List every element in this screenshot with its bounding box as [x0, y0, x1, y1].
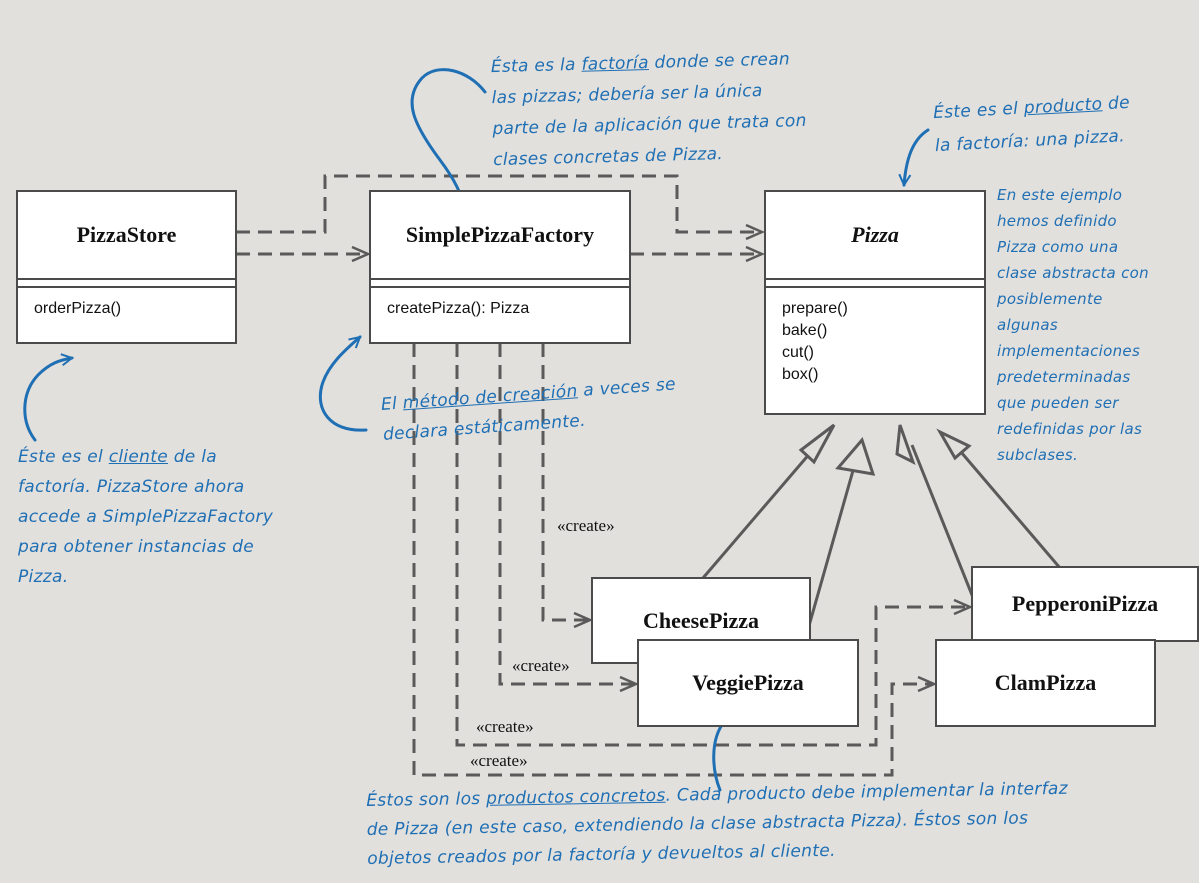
note-text: Ésta es la: [490, 54, 582, 78]
inheritance-line-cheese: [701, 444, 819, 579]
note-text: Éste es el: [932, 98, 1025, 124]
factory-note: Ésta es la factoría donde se crean las p…: [490, 44, 807, 176]
method-label: box(): [782, 366, 819, 383]
method-label: prepare(): [782, 300, 848, 317]
inheritance-line-pepperoni: [953, 444, 1062, 569]
class-methods: prepare() bake() cut() box(): [766, 288, 984, 386]
class-name: Pizza: [851, 222, 899, 247]
class-name: VeggiePizza: [692, 670, 804, 695]
class-name: SimplePizzaFactory: [405, 222, 595, 247]
note-text: posiblemente: [997, 290, 1103, 308]
note-text: accede a SimplePizzaFactory: [18, 507, 274, 527]
class-simple-pizza-factory[interactable]: SimplePizzaFactory createPizza(): Pizza: [369, 190, 631, 344]
create-stereotype-veggie: «create»: [512, 656, 570, 675]
class-name: PepperoniPizza: [1011, 591, 1159, 616]
class-clam-pizza[interactable]: ClamPizza: [935, 639, 1156, 727]
inheritance-triangle-pepperoni: [936, 428, 972, 461]
class-divider: [371, 278, 629, 288]
class-name: PizzaStore: [76, 222, 177, 247]
note-text: factoría. PizzaStore ahora: [18, 477, 245, 497]
class-methods: orderPizza(): [18, 288, 235, 320]
note-text: clase abstracta con: [997, 264, 1149, 282]
note-underlined-term: cliente: [108, 447, 168, 467]
create-veggie-connector: [498, 343, 636, 684]
class-divider: [766, 278, 984, 288]
dependency-store-to-pizza: [236, 174, 762, 232]
note-text: de la: [168, 447, 217, 467]
class-name: CheesePizza: [642, 608, 760, 633]
note-text: algunas: [997, 316, 1059, 334]
note-text: hemos definido: [997, 212, 1117, 230]
annotation-arrow-client: [23, 353, 75, 442]
note-text: implementaciones: [997, 342, 1141, 360]
note-underlined-term: producto: [1023, 94, 1103, 119]
note-underlined-term: factoría: [581, 52, 650, 75]
create-clam-connector: [412, 343, 934, 777]
note-text: Pizza como una: [997, 238, 1119, 256]
note-text: a veces se: [576, 374, 677, 402]
create-cheese-connector: [541, 343, 590, 620]
note-text: para obtener instancias de: [18, 537, 254, 557]
concrete-products-note: Éstos son los productos concretos. Cada …: [366, 775, 1069, 874]
class-pepperoni-pizza[interactable]: PepperoniPizza: [971, 566, 1199, 642]
note-text: de: [1101, 92, 1131, 115]
inheritance-line-veggie: [803, 459, 858, 641]
create-pepperoni-connector: [455, 343, 970, 747]
note-text: El: [380, 393, 404, 415]
create-stereotype-pepperoni: «create»: [476, 717, 534, 736]
method-label: cut(): [782, 344, 814, 361]
create-stereotype-clam: «create»: [470, 751, 528, 770]
class-methods: createPizza(): Pizza: [371, 288, 629, 320]
inheritance-triangle-cheese: [798, 423, 836, 465]
note-text: donde se crean: [648, 49, 791, 73]
note-text: Éstos son los: [366, 788, 487, 811]
method-label: orderPizza(): [34, 300, 122, 317]
note-text: Éste es el: [18, 447, 109, 467]
annotation-arrow-factory: [410, 68, 487, 213]
note-text: redefinidas por las: [997, 420, 1143, 438]
note-text: subclases.: [997, 446, 1079, 464]
note-text: . Cada producto debe implementar la inte…: [665, 778, 1069, 806]
method-label: createPizza(): Pizza: [387, 300, 530, 317]
note-text: Pizza.: [18, 567, 69, 587]
create-stereotype-cheese: «create»: [557, 516, 615, 535]
class-pizza-store[interactable]: PizzaStore orderPizza(): [16, 190, 237, 344]
class-divider: [18, 278, 235, 288]
inheritance-triangle-veggie: [835, 436, 876, 476]
class-pizza[interactable]: Pizza prepare() bake() cut() box(): [764, 190, 986, 415]
product-note: Éste es el producto de la factoría: una …: [932, 87, 1132, 163]
class-veggie-pizza[interactable]: VeggiePizza: [637, 639, 859, 727]
method-label: bake(): [782, 322, 828, 339]
note-text: En este ejemplo: [997, 186, 1123, 204]
inheritance-triangle-clam: [895, 424, 916, 465]
class-name: ClamPizza: [994, 670, 1097, 695]
note-text: predeterminadas: [997, 368, 1131, 386]
note-underlined-term: productos concretos: [486, 785, 666, 809]
annotation-arrow-product: [898, 128, 930, 188]
annotation-arrow-creation-method: [318, 335, 368, 432]
note-text: que pueden ser: [997, 394, 1119, 412]
client-note: Éste es el cliente de la factoría. Pizza…: [18, 442, 273, 592]
